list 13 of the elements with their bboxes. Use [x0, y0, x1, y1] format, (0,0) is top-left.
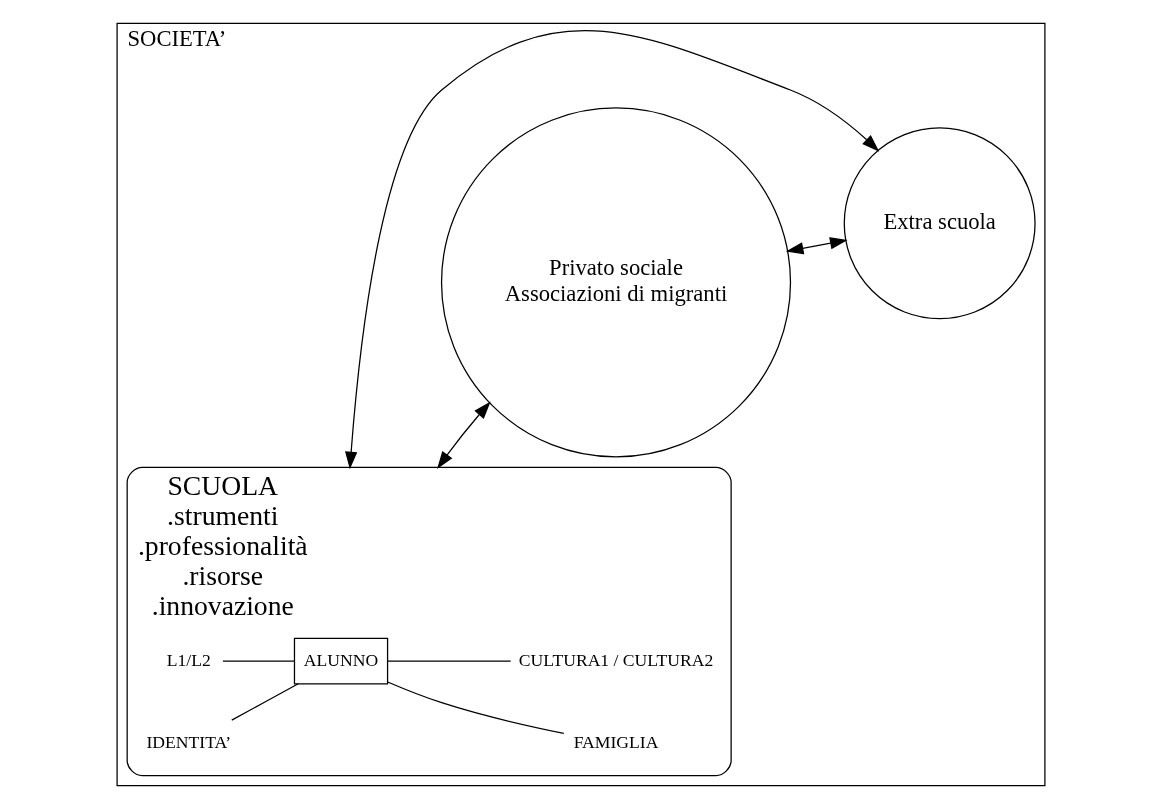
connector	[386, 681, 564, 734]
node-box: ALUNNO	[293, 637, 388, 685]
node-circle: Extra scuola	[843, 127, 1036, 320]
connector	[230, 683, 299, 721]
node-text: FAMIGLIA	[573, 731, 658, 752]
arrow	[785, 237, 848, 255]
connector	[221, 660, 295, 662]
node-text: CULTURA1 / CULTURA2	[518, 649, 713, 670]
node-text: IDENTITA’	[145, 731, 231, 752]
arrow	[436, 401, 491, 469]
node-text: L1/L2	[166, 649, 211, 670]
connector	[386, 660, 511, 662]
arrow	[344, 30, 879, 470]
